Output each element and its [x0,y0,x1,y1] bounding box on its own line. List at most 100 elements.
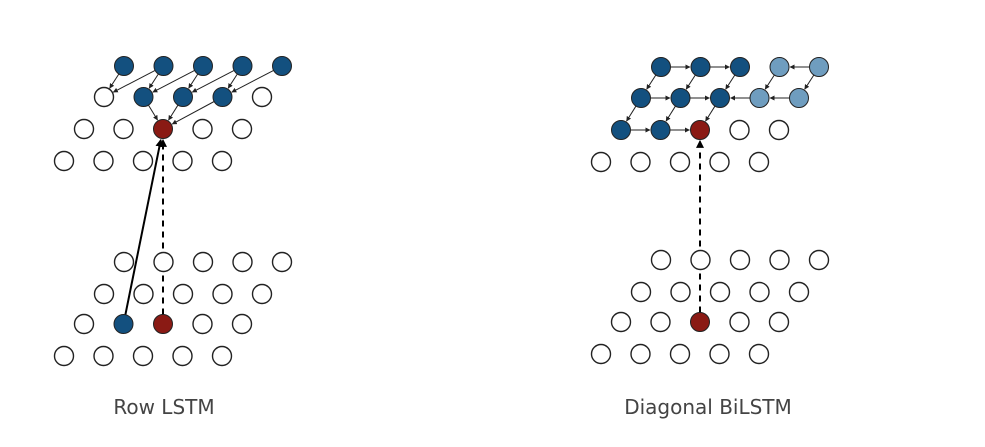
pixel-empty-0-top-2-1 [113,118,134,140]
pixel-active_light-1-top-0-3 [769,57,790,77]
pixel-active-1-top-0-1 [690,57,711,77]
pixel-active-1-top-1-0 [631,88,651,108]
pixel-empty-1-bottom-2-1 [650,311,671,333]
row-lstm-edge-down-c0 [109,73,120,89]
pixel-empty-0-bottom-1-4 [251,283,273,305]
pixel-empty-1-bottom-0-2 [729,249,751,271]
pixel-empty-1-bottom-0-4 [808,249,830,271]
pixel-empty-0-bottom-0-1 [153,251,174,273]
diag-d-r1-c0 [626,105,637,122]
row-lstm-edge-down-c1 [148,73,159,89]
pixel-active-0-top-0-0 [114,56,134,76]
pixel-empty-1-top-2-3 [729,119,750,141]
pixel-empty-0-top-3-4 [211,150,233,172]
pixel-empty-0-top-3-3 [172,150,193,172]
pixel-empty-0-bottom-1-3 [212,283,233,305]
row-lstm-edge-to-current-b [168,104,179,121]
pixel-empty-0-bottom-0-2 [192,251,214,273]
row-lstm-long-arrow [124,138,164,315]
pixel-empty-1-top-3-2 [669,151,691,173]
row-lstm-caption: Row LSTM [113,395,215,419]
pixel-active-1-top-1-2 [710,88,730,108]
pixel-empty-0-top-3-0 [53,150,75,172]
row-lstm-edge-down-c3 [227,73,238,89]
connection-layer [109,64,815,315]
pixel-active-0-top-0-3 [232,56,253,76]
pixel-layer [53,56,830,367]
pixel-active_light-1-top-1-3 [749,88,770,108]
pixel-current-0-top-2-2 [153,119,173,139]
pixel-empty-0-bottom-3-1 [93,345,114,367]
pixel-active-1-top-2-0 [611,120,631,140]
pixel-active-1-top-0-2 [730,57,750,77]
pixel-active-0-bottom-2-1 [113,314,134,334]
row-lstm-edge-r0-c3 [191,69,235,93]
pixel-active_light-1-top-0-4 [809,57,829,77]
pixel-empty-0-bottom-1-1 [133,283,154,305]
pixel-empty-1-bottom-3-1 [630,343,651,365]
row-lstm-edge-r0-c2 [152,69,195,93]
pixel-empty-1-bottom-1-4 [788,281,810,303]
pixel-empty-0-bottom-1-0 [93,283,115,305]
pixel-empty-1-bottom-1-0 [630,281,652,303]
diag-d-r0-c2 [725,74,736,90]
diag-d-r1-c2 [705,105,716,122]
pixel-active-0-top-1-2 [173,87,193,107]
diag-d-r0-c1 [685,74,696,90]
pixel-empty-1-top-3-0 [590,151,612,173]
pixel-empty-0-top-3-1 [93,150,114,172]
pixel-active-1-top-2-1 [650,120,671,140]
pixel-empty-0-bottom-0-4 [271,251,293,273]
pixel-empty-0-bottom-2-3 [192,313,213,335]
pixel-empty-0-top-1-4 [251,86,273,108]
pixel-current-0-bottom-2-2 [153,314,173,334]
pixel-empty-0-top-2-4 [231,118,253,140]
pixel-empty-0-bottom-3-2 [132,345,154,367]
row-lstm-edge-down-c2 [188,73,199,89]
pixel-empty-1-top-3-4 [748,151,770,173]
pixel-active-0-top-1-3 [212,87,233,107]
pixel-empty-1-top-3-1 [630,151,651,173]
diag-d-r0-c3 [764,74,775,90]
pixel-empty-1-bottom-2-0 [610,311,632,333]
pixel-active-1-top-1-1 [670,88,691,108]
pixel-empty-1-bottom-3-0 [590,343,612,365]
pixel-empty-1-bottom-0-3 [769,249,790,271]
pixel-empty-1-top-2-4 [768,119,790,141]
pixel-current-1-bottom-2-2 [690,312,710,332]
row-lstm-edge-to-current-a [148,104,158,121]
pixel-empty-0-bottom-3-0 [53,345,75,367]
diagonal-bilstm-caption: Diagonal BiLSTM [624,395,792,419]
pixel-empty-1-bottom-3-2 [669,343,691,365]
row-lstm-edge-r0-c4 [231,69,274,93]
pixel-empty-0-bottom-2-4 [231,313,253,335]
pixel-empty-0-bottom-1-2 [172,283,194,305]
row-lstm-edge-to-current-c [171,101,215,125]
pixel-empty-1-bottom-2-4 [768,311,790,333]
pixel-empty-1-bottom-3-3 [709,343,730,365]
pixel-empty-1-bottom-0-1 [690,249,711,271]
diag-d-r0-c0 [646,74,657,90]
pixel-active_light-1-top-1-4 [789,88,809,108]
pixel-current-1-top-2-2 [690,120,710,140]
pixel-empty-1-bottom-1-1 [670,281,691,303]
diag-d-r0-c4 [804,74,815,90]
row-lstm-edge-r0-c1 [112,69,156,93]
pixel-active-0-top-0-4 [272,56,292,76]
pixel-empty-1-bottom-2-3 [729,311,750,333]
pixel-empty-1-top-3-3 [709,151,730,173]
pixel-active-1-top-0-0 [651,57,671,77]
pixel-active-0-top-0-2 [193,56,213,76]
pixel-empty-0-top-2-3 [192,118,213,140]
diag-d-r1-c1 [665,105,676,122]
pixel-empty-0-top-3-2 [132,150,154,172]
pixel-empty-1-bottom-3-4 [748,343,770,365]
pixel-active-0-top-0-1 [153,56,174,76]
pixel-empty-0-top-1-0 [93,86,115,108]
pixel-empty-0-bottom-3-3 [172,345,193,367]
pixel-empty-1-bottom-1-3 [749,281,770,303]
pixel-empty-0-bottom-3-4 [211,345,233,367]
pixel-empty-0-bottom-0-3 [232,251,253,273]
pixel-empty-0-top-2-0 [73,118,95,140]
